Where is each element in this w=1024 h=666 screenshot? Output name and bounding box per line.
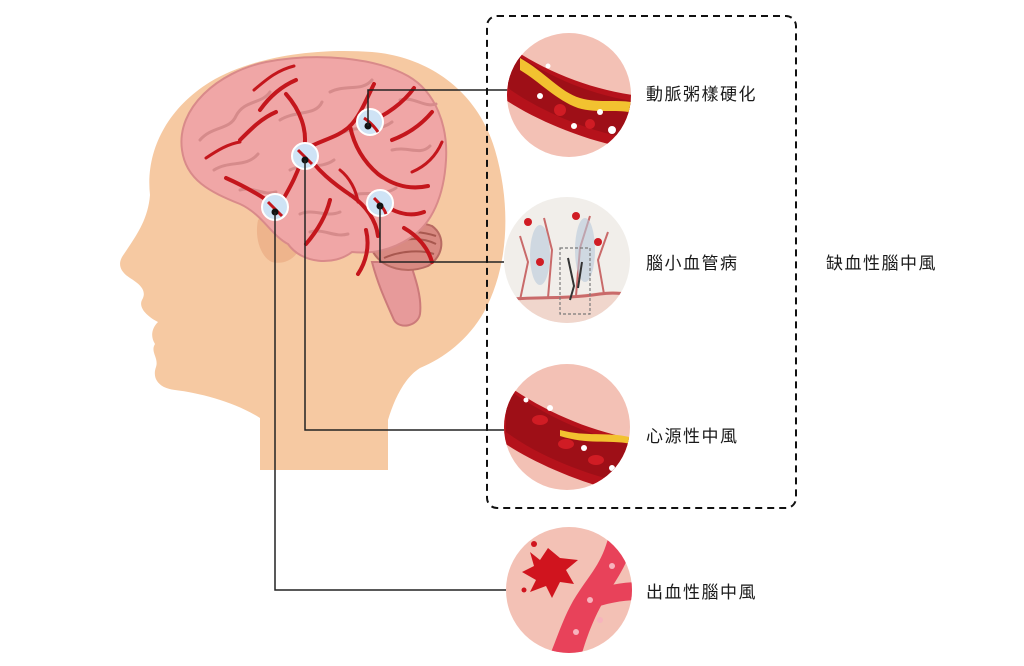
label-atherosclerosis: 動脈粥樣硬化 [646, 85, 757, 105]
label-ischemic-stroke: 缺血性腦中風 [826, 254, 937, 274]
connector-hemorrhagic [274, 212, 506, 591]
hemorrhagic-illustration [506, 527, 632, 653]
connector-atherosclerosis [367, 89, 508, 126]
brain-stem [370, 261, 422, 327]
atherosclerosis-illustration [507, 33, 631, 157]
cardioembolic-illustration [504, 364, 630, 490]
small-vessel-illustration [504, 197, 630, 323]
label-hemorrhagic: 出血性腦中風 [646, 583, 757, 603]
label-cardioembolic: 心源性中風 [646, 427, 739, 447]
connector-cardioembolic [304, 160, 505, 431]
ischemic-group-box [486, 15, 797, 509]
label-small-vessel: 腦小血管病 [646, 254, 739, 274]
connector-lines [274, 89, 508, 591]
connector-small-vessel [379, 206, 504, 263]
